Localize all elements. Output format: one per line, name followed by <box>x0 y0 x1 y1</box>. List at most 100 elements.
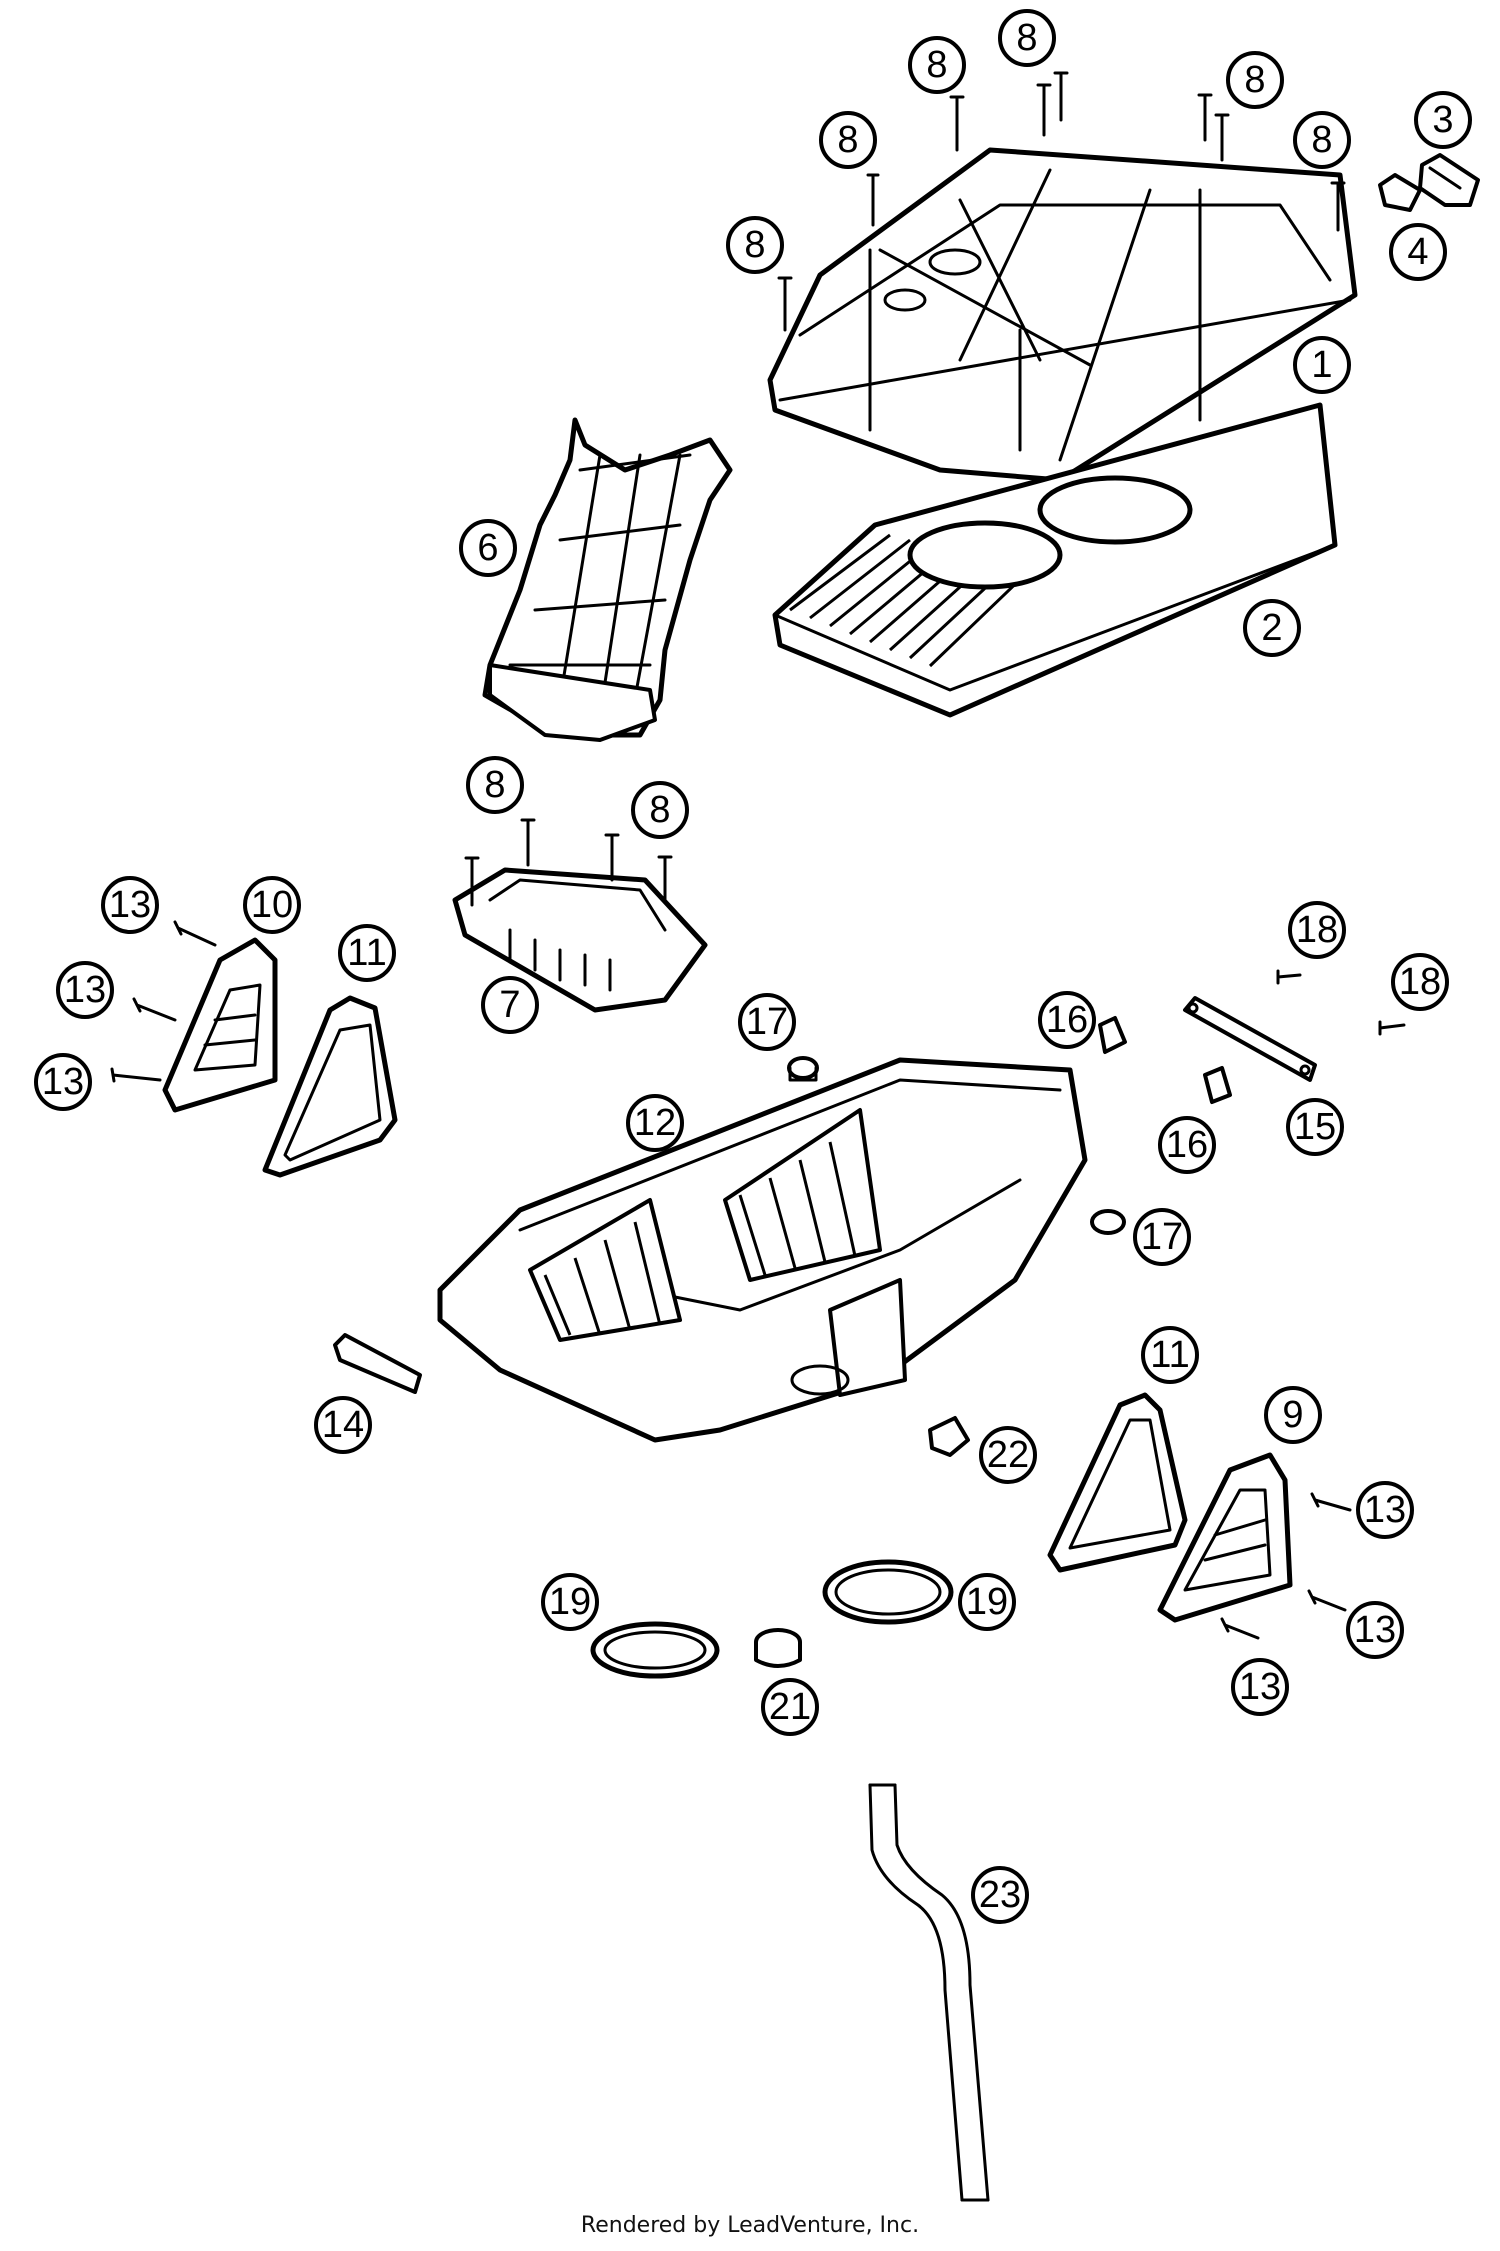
callout: 8 <box>998 9 1056 67</box>
svg-text:22: 22 <box>987 1434 1029 1476</box>
part-latch <box>333 1333 422 1394</box>
callout: 8 <box>726 216 784 274</box>
callout: 14 <box>314 1396 372 1454</box>
svg-text:18: 18 <box>1399 961 1441 1003</box>
callout: 4 <box>1389 223 1447 281</box>
part-clip-lower <box>1203 1066 1232 1104</box>
callout: 8 <box>466 756 524 814</box>
part-airbox-cover <box>767 147 1358 483</box>
part-hose <box>868 1783 990 2202</box>
svg-text:8: 8 <box>1244 59 1265 101</box>
part-grommet-upper <box>787 1056 819 1082</box>
callout: 8 <box>908 36 966 94</box>
svg-text:23: 23 <box>979 1874 1021 1916</box>
callout: 12 <box>626 1094 684 1152</box>
callout: 17 <box>738 993 796 1051</box>
callout: 10 <box>243 876 301 934</box>
callout: 2 <box>1243 599 1301 657</box>
callout: 19 <box>958 1573 1016 1631</box>
callout: 16 <box>1038 991 1096 1049</box>
part-plate-gasket <box>1378 173 1422 212</box>
part-intake-boot <box>482 417 733 742</box>
callout: 13 <box>101 876 159 934</box>
svg-text:8: 8 <box>837 119 858 161</box>
svg-text:1: 1 <box>1311 344 1332 386</box>
callout: 23 <box>971 1866 1029 1924</box>
part-ring-right <box>822 1559 954 1625</box>
callout: 13 <box>34 1053 92 1111</box>
svg-text:10: 10 <box>251 884 293 926</box>
svg-text:13: 13 <box>42 1061 84 1103</box>
callout: 13 <box>1346 1601 1404 1659</box>
svg-text:17: 17 <box>1141 1216 1183 1258</box>
callout: 18 <box>1288 901 1346 959</box>
part-gasket-right <box>1047 1392 1188 1573</box>
svg-text:6: 6 <box>477 527 498 569</box>
svg-text:13: 13 <box>1354 1609 1396 1651</box>
svg-text:8: 8 <box>649 789 670 831</box>
part-adapter-flange <box>452 867 708 1013</box>
part-strap <box>1183 996 1317 1082</box>
callout: 18 <box>1391 953 1449 1011</box>
svg-text:8: 8 <box>484 764 505 806</box>
svg-text:16: 16 <box>1046 999 1088 1041</box>
svg-text:16: 16 <box>1166 1124 1208 1166</box>
svg-text:7: 7 <box>499 984 520 1026</box>
callout: 8 <box>1293 111 1351 169</box>
part-bracket-left <box>162 937 278 1113</box>
part-gasket-left <box>262 995 398 1178</box>
callout: 21 <box>761 1678 819 1736</box>
callout: 8 <box>819 111 877 169</box>
svg-text:14: 14 <box>322 1404 364 1446</box>
fasteners-part-8 <box>464 71 1346 907</box>
part-air-filter <box>772 402 1338 718</box>
part-cap <box>754 1628 802 1668</box>
svg-text:21: 21 <box>769 1686 811 1728</box>
svg-text:17: 17 <box>746 1001 788 1043</box>
svg-text:3: 3 <box>1432 99 1453 141</box>
part-drain-plug <box>928 1416 970 1457</box>
callout: 8 <box>631 781 689 839</box>
svg-text:19: 19 <box>966 1581 1008 1623</box>
callout: 11 <box>338 924 396 982</box>
callout: 22 <box>979 1426 1037 1484</box>
svg-text:13: 13 <box>64 969 106 1011</box>
part-grommet-lower <box>1090 1209 1126 1235</box>
svg-text:9: 9 <box>1282 1394 1303 1436</box>
svg-text:4: 4 <box>1407 231 1428 273</box>
callout: 16 <box>1158 1116 1216 1174</box>
svg-text:8: 8 <box>1016 17 1037 59</box>
footer-credit: Rendered by LeadVenture, Inc. <box>580 2213 920 2238</box>
svg-text:2: 2 <box>1261 607 1282 649</box>
callout: 11 <box>1141 1326 1199 1384</box>
callout: 6 <box>459 519 517 577</box>
svg-text:8: 8 <box>1311 119 1332 161</box>
svg-text:12: 12 <box>634 1102 676 1144</box>
part-bracket-right <box>1157 1452 1293 1623</box>
part-ring-left <box>590 1621 720 1679</box>
svg-text:11: 11 <box>347 932 386 974</box>
svg-text:8: 8 <box>926 44 947 86</box>
svg-text:11: 11 <box>1150 1334 1189 1376</box>
callout: 15 <box>1286 1098 1344 1156</box>
callout: 7 <box>481 976 539 1034</box>
svg-text:18: 18 <box>1296 909 1338 951</box>
callout: 19 <box>541 1573 599 1631</box>
svg-text:13: 13 <box>1239 1666 1281 1708</box>
callout: 3 <box>1414 91 1472 149</box>
svg-text:13: 13 <box>109 884 151 926</box>
callout: 9 <box>1264 1386 1322 1444</box>
part-airbox-lower <box>437 1057 1088 1443</box>
svg-text:15: 15 <box>1294 1106 1336 1148</box>
svg-text:13: 13 <box>1364 1489 1406 1531</box>
svg-text:19: 19 <box>549 1581 591 1623</box>
part-clip-upper <box>1098 1016 1127 1054</box>
fasteners-part-13-18 <box>110 920 1406 1640</box>
callout: 13 <box>1231 1658 1289 1716</box>
callout: 13 <box>1356 1481 1414 1539</box>
part-cover-plate <box>1418 153 1480 207</box>
callout: 1 <box>1293 336 1351 394</box>
callout: 13 <box>56 961 114 1019</box>
callout: 17 <box>1133 1208 1191 1266</box>
